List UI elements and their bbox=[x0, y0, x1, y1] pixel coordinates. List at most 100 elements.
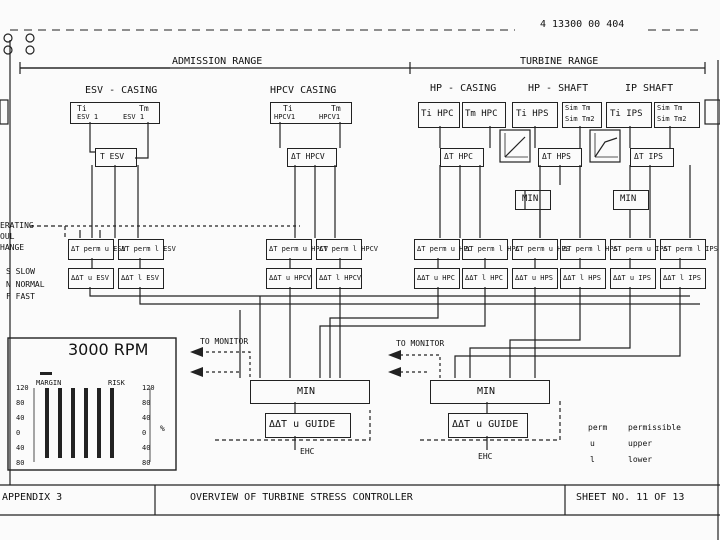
perm-lower-hps-label: ΔT perm l HPS bbox=[563, 245, 618, 253]
rpm-display: 3000 RPM bbox=[68, 340, 149, 359]
left-scale-tick: 80 bbox=[16, 459, 25, 467]
delta-hpcv-box: ΔT HPCV bbox=[287, 148, 337, 167]
abbrev-l-key: l bbox=[590, 455, 595, 464]
margin-upper-ips: ΔΔT u IPS bbox=[610, 268, 656, 289]
esv-ti-sub: ESV 1 bbox=[77, 113, 99, 121]
perm-upper-ips-label: ΔT perm u IPS bbox=[613, 245, 668, 253]
margin-upper-hps-label: ΔΔT u HPS bbox=[515, 274, 553, 282]
perm-lower-ips-label: ΔT perm l IPS bbox=[663, 245, 718, 253]
hp-shaft-label: HP - SHAFT bbox=[528, 83, 589, 94]
margin-upper-hpc-label: ΔΔT u HPC bbox=[417, 274, 455, 282]
operating-label: ERATING bbox=[0, 221, 34, 230]
risk-scale-label: RISK bbox=[108, 379, 125, 387]
perm-upper-hpcv: ΔT perm u HPCV bbox=[266, 239, 328, 260]
mode-label: OUL bbox=[0, 232, 15, 241]
perm-lower-hps: ΔT perm l HPS bbox=[560, 239, 618, 260]
margin-lower-esv-label: ΔΔT l ESV bbox=[121, 274, 159, 282]
min-block-left: MIN bbox=[250, 380, 370, 404]
margin-upper-hpc: ΔΔT u HPC bbox=[414, 268, 460, 289]
margin-lower-hpc: ΔΔT l HPC bbox=[462, 268, 508, 289]
ips-sim-tm: Sim Tm bbox=[657, 104, 683, 112]
hps-ti-box: Ti HPS bbox=[512, 102, 558, 128]
margin-lower-hpcv-label: ΔΔT l HPCV bbox=[319, 274, 362, 282]
margin-upper-hps: ΔΔT u HPS bbox=[512, 268, 558, 289]
margin-upper-esv: ΔΔT u ESV bbox=[68, 268, 114, 289]
fast-label: F FAST bbox=[6, 292, 35, 301]
margin-lower-hpcv: ΔΔT l HPCV bbox=[316, 268, 362, 289]
left-scale-tick: 40 bbox=[16, 444, 25, 452]
esv-tm-label: Tm bbox=[139, 104, 149, 113]
delta-esv-box: T ESV bbox=[95, 148, 137, 167]
margin-upper-hpcv-label: ΔΔT u HPCV bbox=[269, 274, 312, 282]
perm-lower-hpcv: ΔT perm l HPCV bbox=[316, 239, 378, 260]
guide-left-box: ΔΔT u GUIDE bbox=[265, 413, 351, 438]
hpcv-ti-label: Ti bbox=[283, 104, 293, 113]
left-scale-tick: 0 bbox=[16, 429, 21, 437]
perm-upper-hpc: ΔT perm u HPC bbox=[414, 239, 472, 260]
ips-sim-box: Sim Tm Sim Tm2 bbox=[654, 102, 700, 128]
margin-lower-ips-label: ΔΔT l IPS bbox=[663, 274, 701, 282]
hps-ti-label: Ti HPS bbox=[516, 109, 549, 119]
right-scale-tick: 40 bbox=[142, 444, 151, 452]
perm-upper-hps-label: ΔT perm u HPS bbox=[515, 245, 570, 253]
perm-lower-esv-label: ΔT perm l ESV bbox=[121, 245, 176, 253]
margin-upper-ips-label: ΔΔT u IPS bbox=[613, 274, 651, 282]
margin-scale-label: MARGIN bbox=[36, 379, 62, 387]
right-scale-tick: 80 bbox=[142, 459, 151, 467]
right-scale-tick: 40 bbox=[142, 414, 151, 422]
left-scale-tick: 80 bbox=[16, 399, 25, 407]
perm-upper-ips: ΔT perm u IPS bbox=[610, 239, 668, 260]
left-scale-tick: 120 bbox=[16, 384, 29, 392]
hpc-ti-label: Ti HPC bbox=[421, 109, 454, 119]
margin-upper-esv-label: ΔΔT u ESV bbox=[71, 274, 109, 282]
hpc-ti-box: Ti HPC bbox=[418, 102, 460, 128]
ip-shaft-label: IP SHAFT bbox=[625, 83, 674, 94]
delta-hps-box: ΔT HPS bbox=[538, 148, 582, 167]
guide-right-box: ΔΔT u GUIDE bbox=[448, 413, 528, 438]
sheet-number: SHEET NO. 11 OF 13 bbox=[576, 492, 685, 503]
normal-label: N NORMAL bbox=[6, 280, 45, 289]
to-monitor-left: TO MONITOR bbox=[200, 337, 249, 346]
hpcv-ti-sub: HPCV1 bbox=[274, 113, 296, 121]
perm-lower-hpc-label: ΔT perm l HPC bbox=[465, 245, 520, 253]
hps-sim-tm2: Sim Tm2 bbox=[565, 115, 595, 123]
hpcv-tm-sub: HPCV1 bbox=[319, 113, 341, 121]
abbrev-perm-val: permissible bbox=[628, 423, 681, 432]
hp-casing-label: HP - CASING bbox=[430, 83, 497, 94]
margin-lower-ips: ΔΔT l IPS bbox=[660, 268, 706, 289]
min-block-right: MIN bbox=[430, 380, 550, 404]
sheet-title: OVERVIEW OF TURBINE STRESS CONTROLLER bbox=[190, 492, 413, 503]
hpc-tm-box: Tm HPC bbox=[462, 102, 506, 128]
hpcv-casing-label: HPCV CASING bbox=[270, 85, 337, 96]
perm-upper-hps: ΔT perm u HPS bbox=[512, 239, 570, 260]
right-scale-tick: 0 bbox=[142, 429, 147, 437]
esv-tm-sub: ESV 1 bbox=[123, 113, 145, 121]
margin-lower-hpc-label: ΔΔT l HPC bbox=[465, 274, 503, 282]
abbrev-perm-key: perm bbox=[588, 423, 608, 432]
ips-sim-tm2: Sim Tm2 bbox=[657, 115, 687, 123]
margin-lower-hps-label: ΔΔT l HPS bbox=[563, 274, 601, 282]
perm-upper-esv: ΔT perm u ESV bbox=[68, 239, 126, 260]
esv-ti-label: Ti bbox=[77, 104, 87, 113]
percent-label: % bbox=[160, 424, 165, 433]
perm-lower-esv: ΔT perm l ESV bbox=[118, 239, 176, 260]
appendix-label: APPENDIX 3 bbox=[2, 492, 63, 503]
ips-ti-label: Ti IPS bbox=[610, 109, 643, 119]
hps-sim-tm: Sim Tm bbox=[565, 104, 591, 112]
hpc-tm-label: Tm HPC bbox=[465, 109, 498, 119]
admission-range-label: ADMISSION RANGE bbox=[172, 56, 263, 67]
abbrev-u-key: u bbox=[590, 439, 595, 448]
perm-upper-hpcv-label: ΔT perm u HPCV bbox=[269, 245, 329, 253]
perm-lower-hpc: ΔT perm l HPC bbox=[462, 239, 520, 260]
perm-upper-hpc-label: ΔT perm u HPC bbox=[417, 245, 472, 253]
margin-lower-hps: ΔΔT l HPS bbox=[560, 268, 606, 289]
hps-sim-box: Sim Tm Sim Tm2 bbox=[562, 102, 602, 128]
min-ip-shaft-box: MIN bbox=[613, 190, 649, 210]
perm-upper-esv-label: ΔT perm u ESV bbox=[71, 245, 126, 253]
turbine-range-label: TURBINE RANGE bbox=[520, 56, 599, 67]
margin-lower-esv: ΔΔT l ESV bbox=[118, 268, 164, 289]
ehc-left: EHC bbox=[300, 447, 315, 456]
delta-hpc-box: ΔT HPC bbox=[440, 148, 484, 167]
ehc-right: EHC bbox=[478, 452, 493, 461]
drawing-number: 4 13300 00 404 bbox=[540, 19, 625, 30]
